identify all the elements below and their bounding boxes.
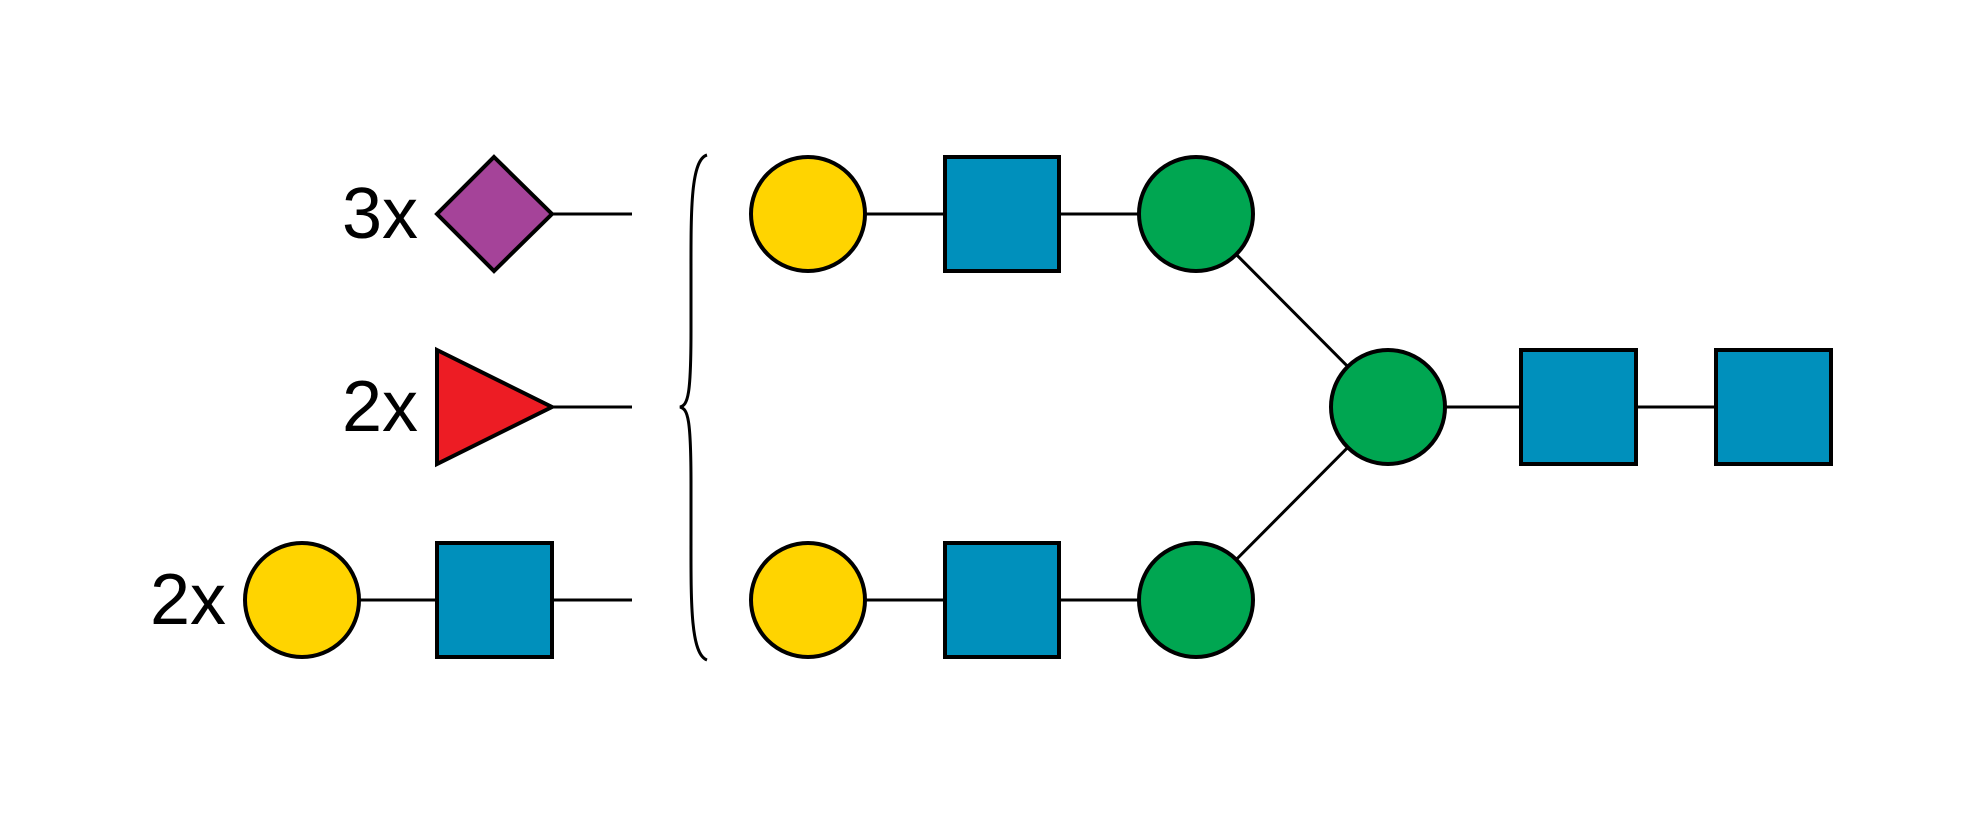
mannose-circle-bottom bbox=[1137, 541, 1255, 659]
mannose-circle-top bbox=[1137, 155, 1255, 273]
substituents: 3x 2x 2x bbox=[150, 154, 557, 659]
galactose-circle-bottom bbox=[749, 541, 867, 659]
fucose-count: 2x bbox=[342, 367, 418, 447]
attachment-brace bbox=[679, 153, 708, 662]
galactose-circle-top bbox=[749, 155, 867, 273]
lacnac-count: 2x bbox=[150, 560, 226, 640]
lacnac-galactose-circle bbox=[243, 541, 361, 659]
sialic-acid-diamond bbox=[434, 154, 555, 274]
mannose-circle-core bbox=[1329, 348, 1447, 466]
fucose-triangle bbox=[435, 346, 557, 468]
lacnac-glcnac-square bbox=[435, 541, 554, 659]
glcnac-square-core-1 bbox=[1519, 348, 1638, 466]
core-structure bbox=[749, 155, 1833, 659]
glcnac-square-core-2 bbox=[1714, 348, 1833, 466]
glcnac-square-top bbox=[943, 155, 1061, 273]
sialic-acid-count: 3x bbox=[342, 174, 418, 254]
glcnac-square-bottom bbox=[943, 541, 1061, 659]
